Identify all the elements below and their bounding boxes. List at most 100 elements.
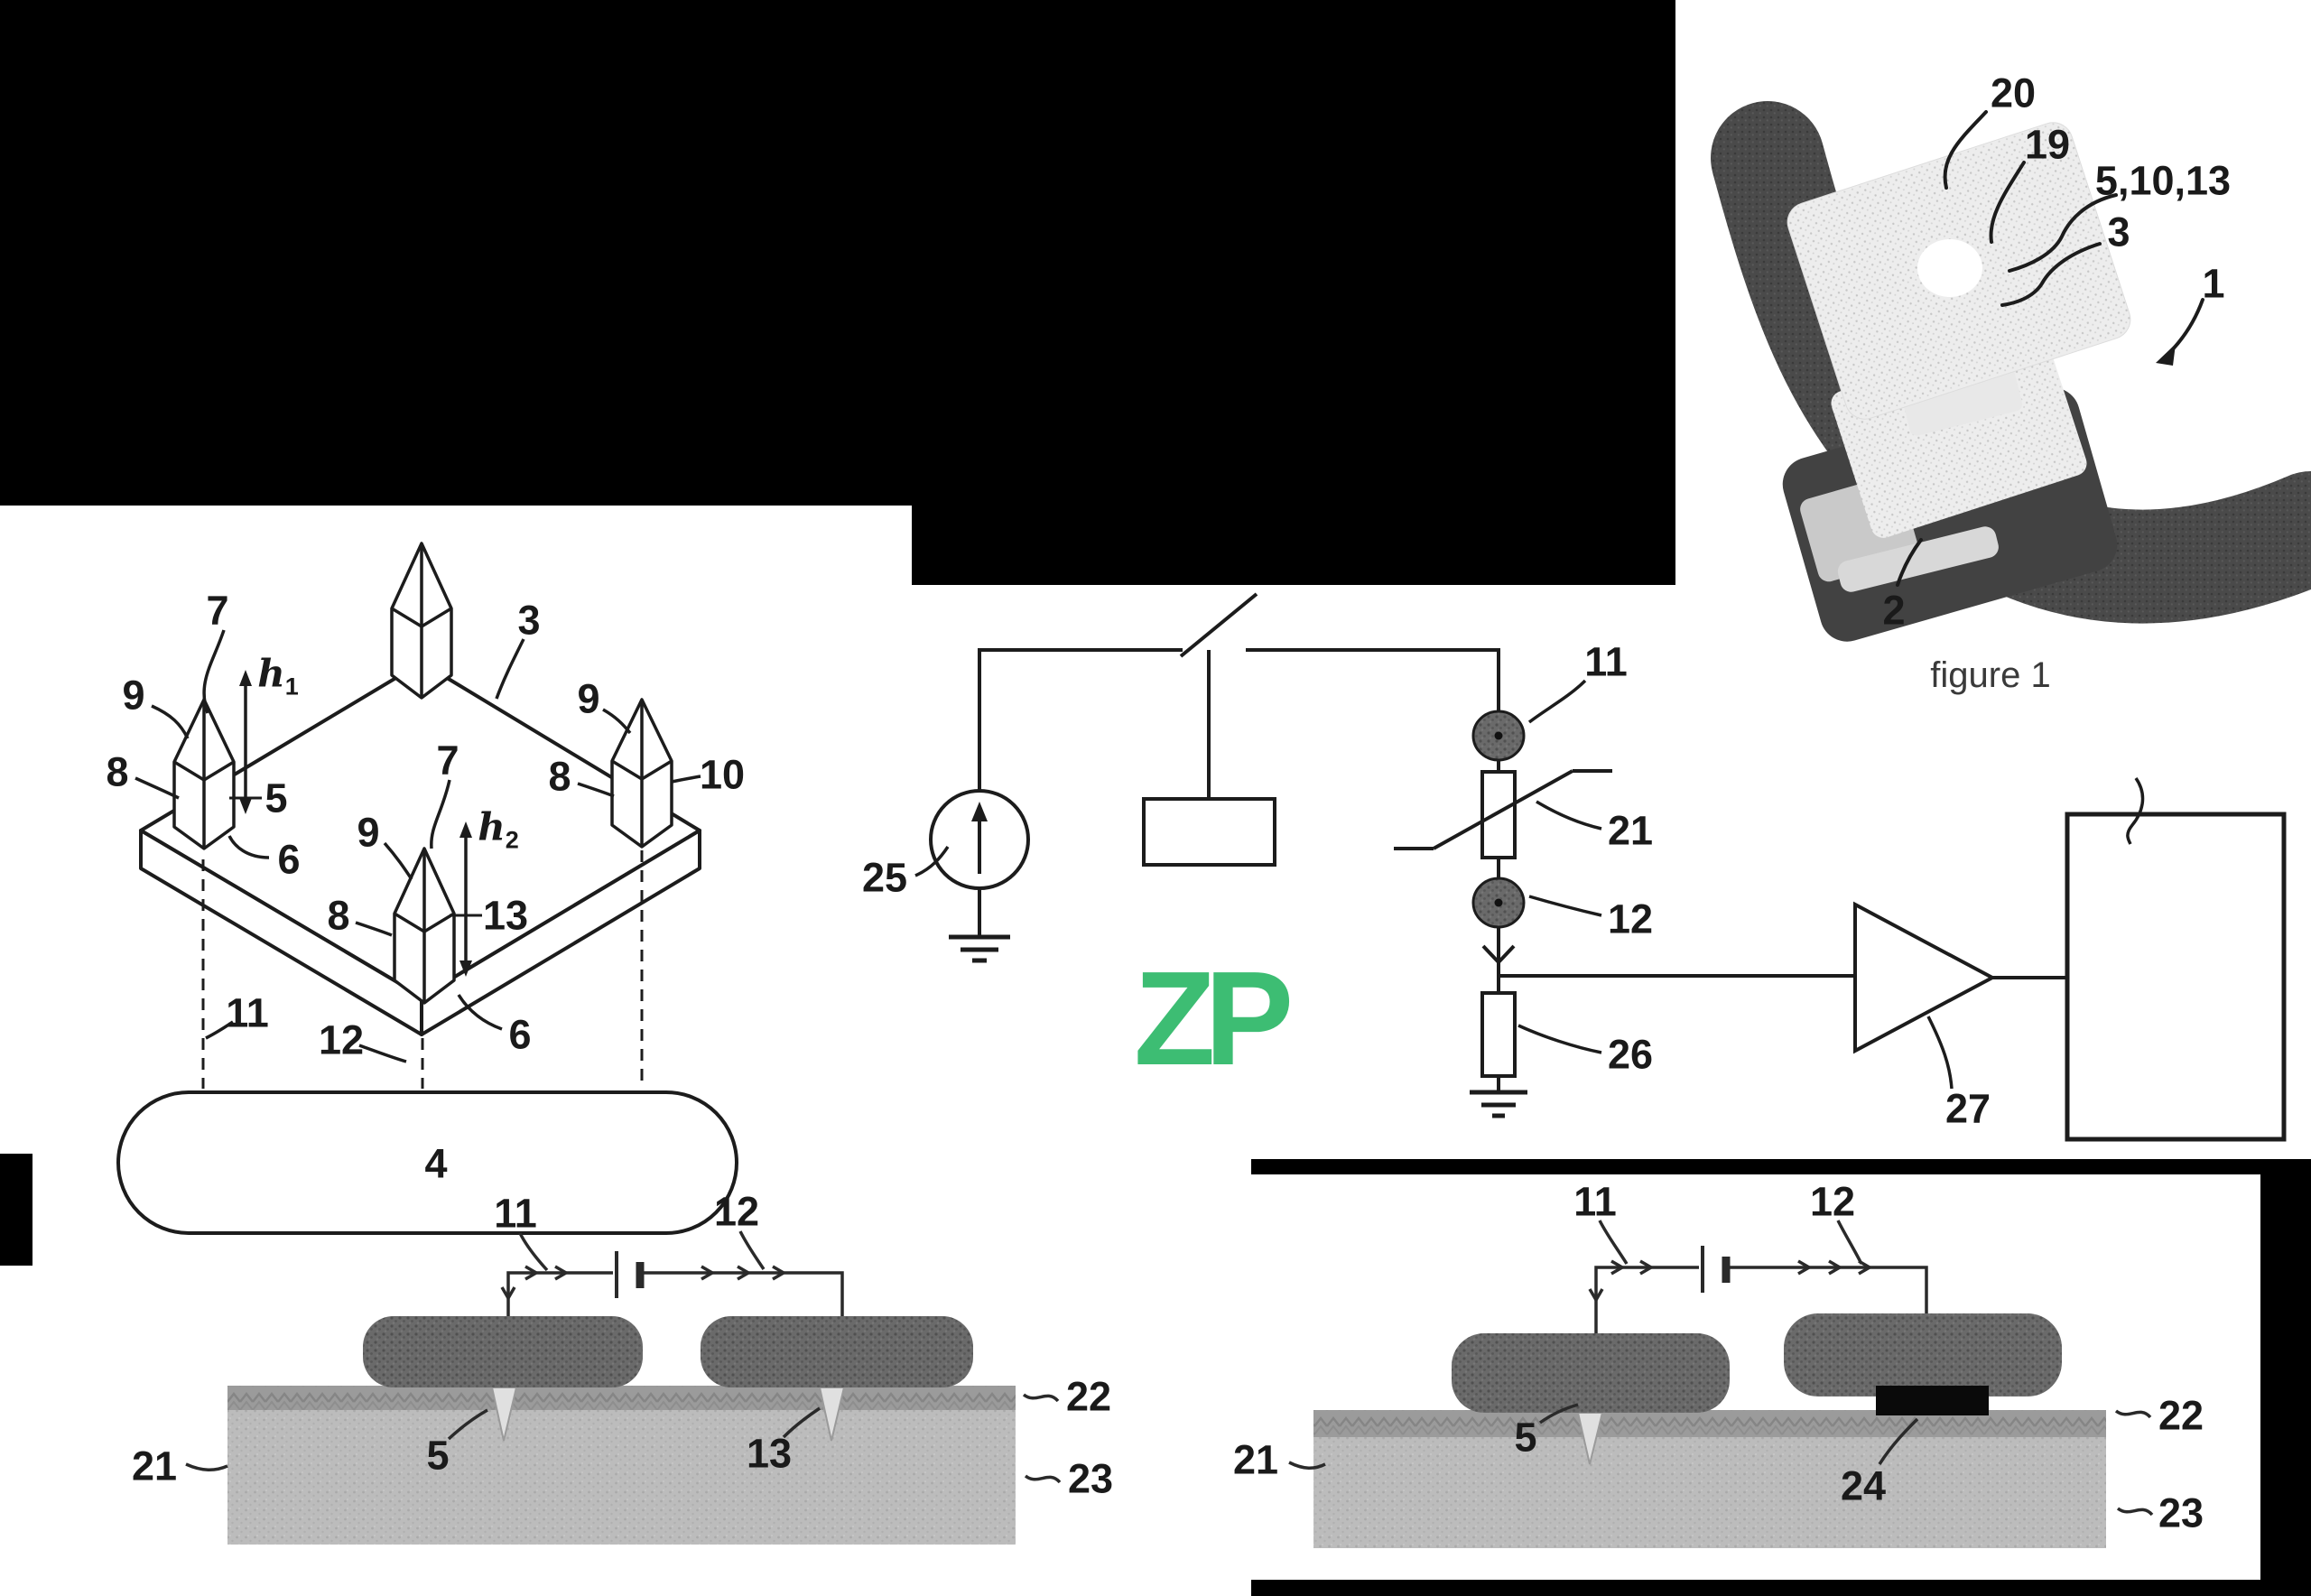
pad-24 <box>1876 1386 1989 1415</box>
leader-3 <box>2000 242 2102 307</box>
h1-arrow <box>229 670 262 814</box>
projection-dashes <box>201 850 644 1089</box>
contact-11-dot <box>1494 731 1503 740</box>
source-arrowhead <box>971 802 988 821</box>
h1-base: h <box>257 651 285 696</box>
xsec-left-wiring <box>185 1230 1062 1484</box>
zp-watermark: ZP <box>1134 944 1294 1093</box>
plate-label-h1: h1 <box>257 654 299 699</box>
xsec-left-label-11: 11 <box>494 1190 537 1237</box>
substrate-23-left <box>227 1386 1016 1545</box>
photo-label-5-10-13: 5,10,13 <box>2094 157 2232 204</box>
wire-switch-to-branch <box>1246 648 1500 711</box>
varistor-21-diagonal <box>1394 769 1612 850</box>
varistor-21-body <box>1480 770 1517 859</box>
measurement-circuit <box>914 592 2287 1142</box>
plate-leader-lines <box>135 629 701 1063</box>
spike-top <box>390 542 453 700</box>
h1-sub: 1 <box>284 673 299 701</box>
h2-sub: 2 <box>505 826 519 854</box>
photo-label-3: 3 <box>2107 209 2130 255</box>
photo-label-20: 20 <box>1990 70 2037 116</box>
electrode-12-right <box>1784 1313 2062 1396</box>
xsec-left-label-22: 22 <box>1065 1373 1112 1420</box>
photo-label-2: 2 <box>1882 587 1906 634</box>
h2-base: h <box>478 804 506 849</box>
contact-12-dot <box>1494 898 1503 907</box>
plate-label-8-left: 8 <box>106 748 129 795</box>
plate-hole <box>1917 239 1982 297</box>
black-bar-right-edge <box>2260 1159 2311 1596</box>
xsec-right-label-22: 22 <box>2158 1392 2204 1439</box>
black-bar-bottom-right-top <box>1251 1159 2311 1174</box>
spike-center <box>393 847 456 1005</box>
h2-arrow <box>450 821 482 977</box>
leader-2 <box>1896 538 1923 587</box>
amplifier-27 <box>1853 901 1997 1054</box>
xsec-right-label-11: 11 <box>1573 1178 1617 1225</box>
plate-label-7-center: 7 <box>436 737 459 784</box>
cross-section-left <box>185 1230 1062 1545</box>
leader-5-10-13 <box>2008 193 2118 273</box>
plate-label-3: 3 <box>517 597 541 644</box>
plate-label-h2: h2 <box>478 808 519 852</box>
xsec-left-label-12: 12 <box>713 1188 760 1235</box>
watch-photo <box>1711 101 2311 642</box>
wire-source-to-switch <box>978 648 1183 791</box>
electrode-12-left <box>701 1316 973 1387</box>
circuit-label-26: 26 <box>1607 1031 1654 1078</box>
cross-section-right <box>1288 1220 2154 1548</box>
xsec-left-label-5: 5 <box>426 1432 450 1479</box>
switch-blade <box>1179 592 1258 658</box>
xsec-left-label-23: 23 <box>1067 1455 1114 1502</box>
black-bar-bottom-edge <box>1251 1580 2311 1596</box>
plate-label-4: 4 <box>424 1140 448 1187</box>
plate-label-7-left: 7 <box>206 587 229 634</box>
leader-20 <box>1943 110 1988 190</box>
current-direction-arrow <box>1481 944 1516 965</box>
xsec-right-label-21: 21 <box>1232 1436 1279 1483</box>
xsec-left-label-21: 21 <box>131 1443 178 1489</box>
xsec-right-wiring <box>1288 1220 2154 1517</box>
plate-label-9-left: 9 <box>122 672 145 719</box>
plate-label-10: 10 <box>699 751 746 798</box>
plate-right-face <box>420 829 701 1036</box>
plate-label-9-center: 9 <box>357 809 380 856</box>
plate-label-12: 12 <box>318 1016 365 1063</box>
xsec-right-label-5: 5 <box>1514 1414 1537 1461</box>
spike-left <box>172 698 236 850</box>
plate-label-6-left: 6 <box>277 836 301 883</box>
circuit-leader-lines <box>914 679 2145 1090</box>
processing-box <box>2065 812 2287 1142</box>
plate-label-5: 5 <box>265 775 288 821</box>
xsec-right-label-23: 23 <box>2158 1489 2204 1536</box>
plate-diagram <box>116 542 738 1235</box>
plate-label-11: 11 <box>226 989 269 1036</box>
xsec-left-label-13: 13 <box>746 1430 793 1477</box>
leader-19 <box>1989 161 2026 244</box>
xsec-right-label-24: 24 <box>1840 1462 1887 1509</box>
ground-right <box>1470 1090 1527 1118</box>
black-region-top-center <box>912 0 1675 585</box>
circuit-label-12: 12 <box>1607 895 1654 942</box>
circuit-label-11: 11 <box>1584 638 1628 685</box>
circuit-label-27: 27 <box>1944 1085 1991 1132</box>
leader-1 <box>2167 298 2204 356</box>
spike-right <box>610 698 673 849</box>
black-bar-left-edge <box>0 1154 32 1266</box>
ground-left <box>949 934 1010 963</box>
photo-label-1: 1 <box>2202 260 2225 307</box>
xsec-right-label-12: 12 <box>1809 1178 1856 1225</box>
plate-label-8-center: 8 <box>327 892 350 939</box>
switch-box <box>1142 797 1276 867</box>
electrode-11-left <box>363 1316 643 1387</box>
plate-label-9-right: 9 <box>577 675 600 722</box>
plate-label-8-right: 8 <box>548 753 571 800</box>
resistor-26-body <box>1480 991 1517 1078</box>
circuit-label-21: 21 <box>1607 807 1654 854</box>
watch-body-base-sliver <box>1837 526 1999 592</box>
circuit-label-25: 25 <box>861 854 908 901</box>
plate-label-13: 13 <box>482 892 529 939</box>
